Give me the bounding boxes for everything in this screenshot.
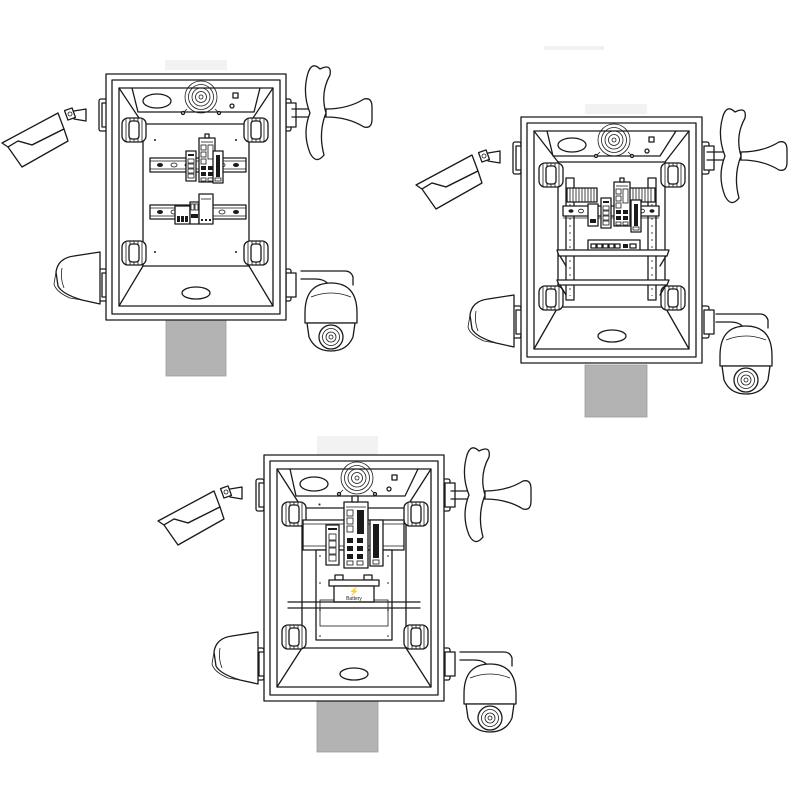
indicator-window: [299, 476, 329, 492]
top-panel: [546, 130, 677, 157]
pole-top-ghost: [165, 60, 227, 70]
power-button-icon[interactable]: [648, 136, 655, 143]
ptz-camera-icon: [715, 313, 773, 395]
cable-gland-icon: [403, 624, 429, 650]
bottom-vent: [339, 667, 369, 681]
cable-gland-icon: [660, 162, 686, 188]
wireless-antenna-icon: [291, 65, 373, 161]
top-panel: [289, 468, 419, 497]
cable-gland-icon: [243, 240, 269, 266]
cable-gland-icon: [538, 285, 564, 311]
industrial-switch: [343, 495, 369, 569]
pole-top-ghost: [317, 436, 378, 456]
back-panel: [142, 123, 250, 267]
indicator-window: [557, 137, 587, 153]
mounting-pole: [165, 319, 227, 377]
wireless-antenna-icon: [706, 108, 788, 204]
bullet-camera-icon: [157, 485, 243, 546]
cable-gland-icon: [121, 240, 147, 266]
pole-top-ghost: [544, 46, 604, 50]
media-converter: [630, 199, 642, 233]
media-converter: [212, 150, 224, 184]
battery-label: Battery: [346, 596, 362, 602]
enclosure-3: ⚡ Battery: [157, 436, 532, 753]
ptz-camera-icon: [459, 651, 517, 733]
bullet-camera-icon: [1, 107, 87, 168]
poe-switch: [600, 197, 612, 229]
bottom-vent: [597, 329, 627, 343]
ptz-camera-icon: [300, 270, 358, 352]
shelf: [287, 601, 421, 609]
cable-gland-icon: [403, 501, 429, 527]
cable-gland-icon: [660, 285, 686, 311]
side-bracket: [700, 141, 715, 175]
mounting-pole: [584, 364, 648, 418]
wireless-antenna-icon: [450, 447, 532, 543]
shelf-lower: [556, 279, 670, 296]
mounting-pole: [316, 699, 379, 753]
enclosure-2: [415, 46, 788, 418]
indicator-window: [142, 93, 172, 109]
battery-symbol-icon: ⚡: [349, 586, 359, 596]
power-button-icon[interactable]: [232, 92, 239, 99]
power-supply: [587, 203, 599, 227]
poe-switch: [325, 524, 340, 566]
power-supply: [198, 193, 214, 225]
poe-switch: [185, 150, 197, 182]
enclosure-1: [1, 60, 373, 377]
din-rail-upper: [149, 157, 247, 173]
industrial-switch: [613, 177, 631, 227]
battery: ⚡ Battery: [328, 574, 380, 603]
side-bracket: [700, 305, 715, 339]
dome-camera-icon: [467, 294, 515, 348]
power-button-icon[interactable]: [391, 474, 398, 481]
desktop-switch: [587, 239, 641, 253]
cable-gland-icon: [121, 117, 147, 143]
dome-camera-icon: [53, 251, 101, 305]
back-panel: [557, 161, 666, 308]
cable-gland-icon: [243, 117, 269, 143]
cable-gland-icon: [538, 162, 564, 188]
bullet-camera-icon: [415, 149, 501, 210]
cable-gland-icon: [281, 624, 307, 650]
bottom-vent: [181, 286, 211, 300]
dome-camera-icon: [211, 631, 259, 685]
enclosure-frame: [105, 73, 287, 321]
media-converter: [369, 519, 384, 567]
shelf-upper: [556, 249, 670, 267]
